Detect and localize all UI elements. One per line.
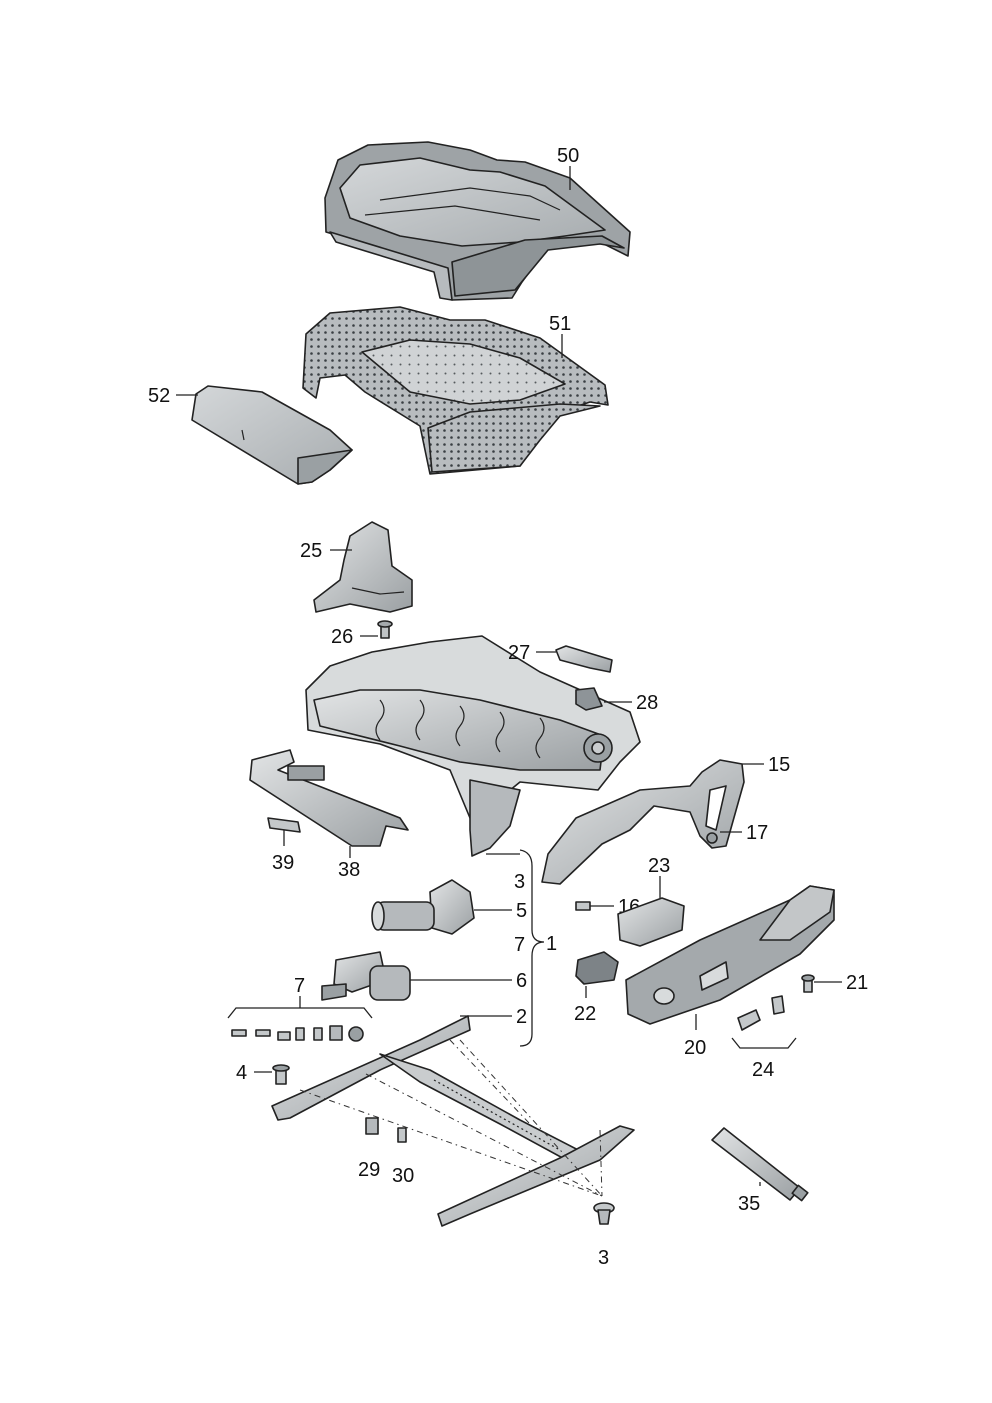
side-panel-part [541, 759, 745, 885]
group-bracket-24 [731, 1037, 797, 1049]
seat-frame-part [305, 635, 641, 857]
callout-38: 38 [338, 859, 360, 881]
callout-51: 51 [549, 313, 571, 335]
callout-17: 17 [746, 822, 768, 844]
callout-7b: 7 [294, 975, 305, 997]
screw-part [377, 620, 393, 639]
callout-26: 26 [331, 626, 353, 648]
cover-screw-part [801, 974, 815, 993]
bolt-part [365, 1117, 407, 1143]
callout-24: 24 [752, 1059, 774, 1081]
seat-rail-part [271, 1015, 635, 1227]
rivet-part [593, 1202, 615, 1225]
panel-screw-part [575, 901, 591, 911]
group-bracket-1 [519, 849, 545, 1047]
callout-3a: 3 [514, 871, 525, 893]
rail-screw-part [272, 1064, 290, 1085]
bracket-part [555, 645, 613, 673]
callout-1: 1 [546, 933, 557, 955]
callout-20: 20 [684, 1037, 706, 1059]
callout-29: 29 [358, 1159, 380, 1181]
callout-25: 25 [300, 540, 322, 562]
callout-39: 39 [272, 852, 294, 874]
callout-2: 2 [516, 1006, 527, 1028]
callout-3b: 3 [598, 1247, 609, 1269]
front-trim-part [249, 749, 409, 847]
group-bracket-7 [227, 1007, 373, 1019]
side-trim-part [313, 521, 413, 613]
callout-22: 22 [574, 1003, 596, 1025]
clip-part [575, 687, 603, 711]
callout-28: 28 [636, 692, 658, 714]
trim-clip-part [267, 817, 301, 833]
drive-unit-part [321, 951, 411, 1001]
callout-6: 6 [516, 970, 527, 992]
callout-52: 52 [148, 385, 170, 407]
callout-50: 50 [557, 145, 579, 167]
seat-cover-part [324, 141, 631, 301]
callout-30: 30 [392, 1165, 414, 1187]
motor-part [371, 879, 475, 935]
callout-5: 5 [516, 900, 527, 922]
front-cushion-part [191, 385, 353, 485]
callout-7a: 7 [514, 934, 525, 956]
control-unit-part [617, 897, 685, 947]
callout-4: 4 [236, 1062, 247, 1084]
seat-foam-pad-part [302, 306, 609, 475]
seat-side-cover-part [625, 885, 835, 1025]
assembly-lines [299, 1039, 603, 1197]
callout-35: 35 [738, 1193, 760, 1215]
callout-15: 15 [768, 754, 790, 776]
switch-part [575, 951, 619, 985]
grease-tube-part [711, 1127, 809, 1202]
callout-27: 27 [508, 642, 530, 664]
callout-23: 23 [648, 855, 670, 877]
knob-part [737, 995, 785, 1031]
callout-21: 21 [846, 972, 868, 994]
nut-part [706, 832, 718, 844]
screw-set-part [231, 1025, 364, 1042]
